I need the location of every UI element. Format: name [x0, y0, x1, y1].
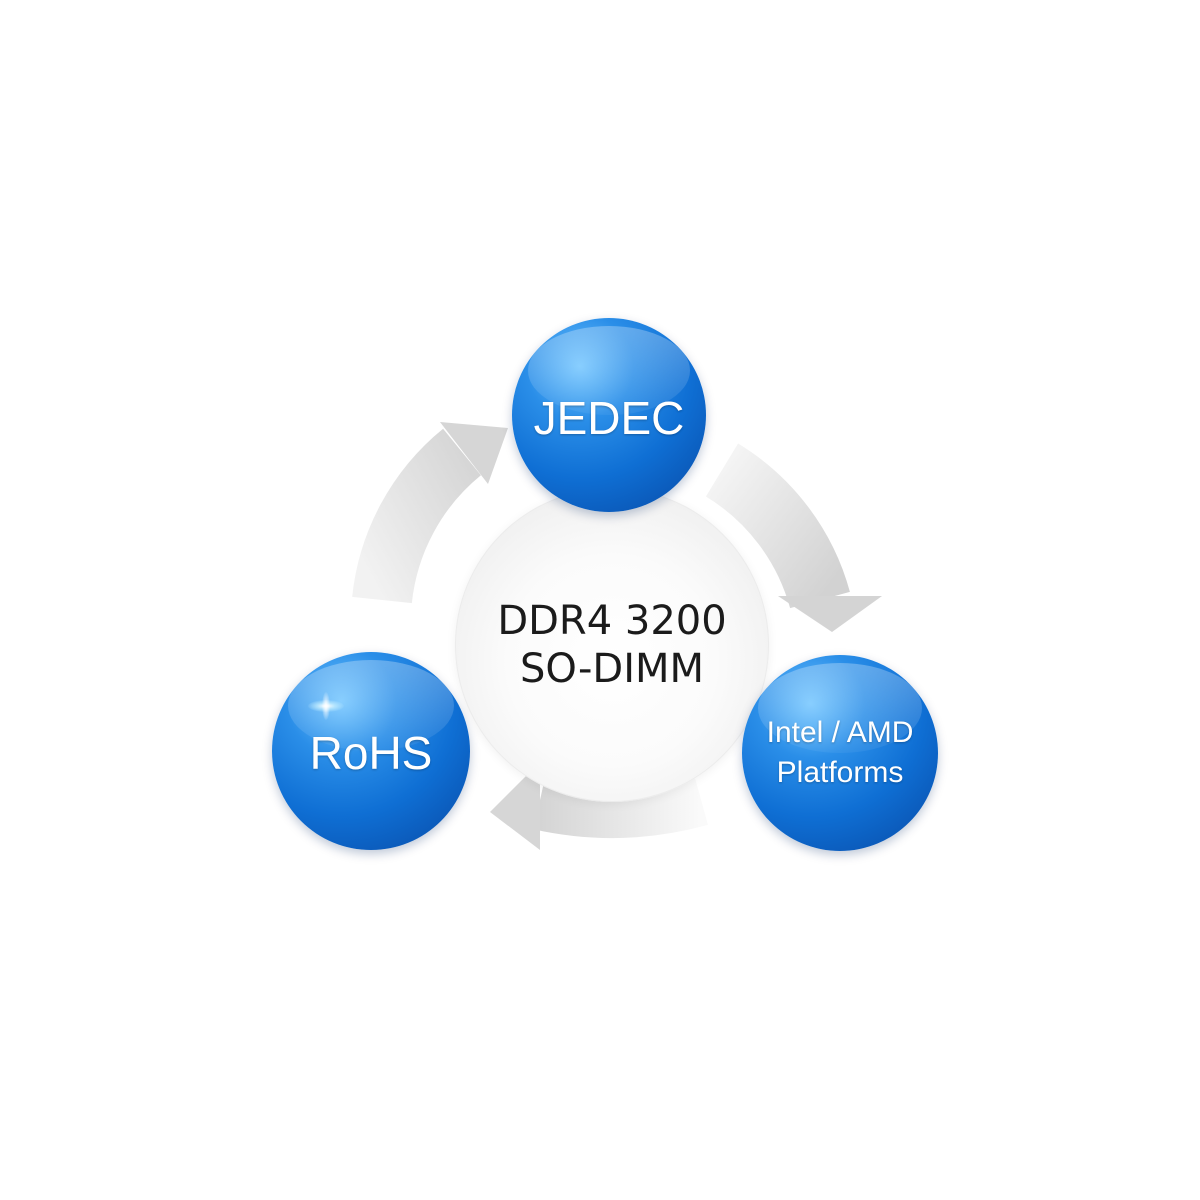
center-title-line1: DDR4 3200	[497, 598, 727, 644]
center-title-line2: SO-DIMM	[519, 646, 705, 692]
arrow-rohs-to-jedec	[352, 422, 508, 604]
jedec-label: JEDEC	[533, 392, 685, 444]
rohs-node: RoHS	[272, 652, 470, 850]
platforms-node: Intel / AMD Platforms	[742, 655, 938, 851]
platforms-label-line1: Intel / AMD	[766, 716, 914, 749]
arrow-jedec-to-platforms	[705, 443, 882, 632]
platforms-label-line2: Platforms	[776, 756, 904, 789]
arrow-platforms-to-rohs	[490, 762, 708, 850]
rohs-label: RoHS	[309, 727, 433, 779]
sparkle-icon	[308, 692, 344, 720]
jedec-node: JEDEC	[512, 318, 706, 512]
center-product-disc: DDR4 3200 SO-DIMM	[455, 488, 769, 802]
